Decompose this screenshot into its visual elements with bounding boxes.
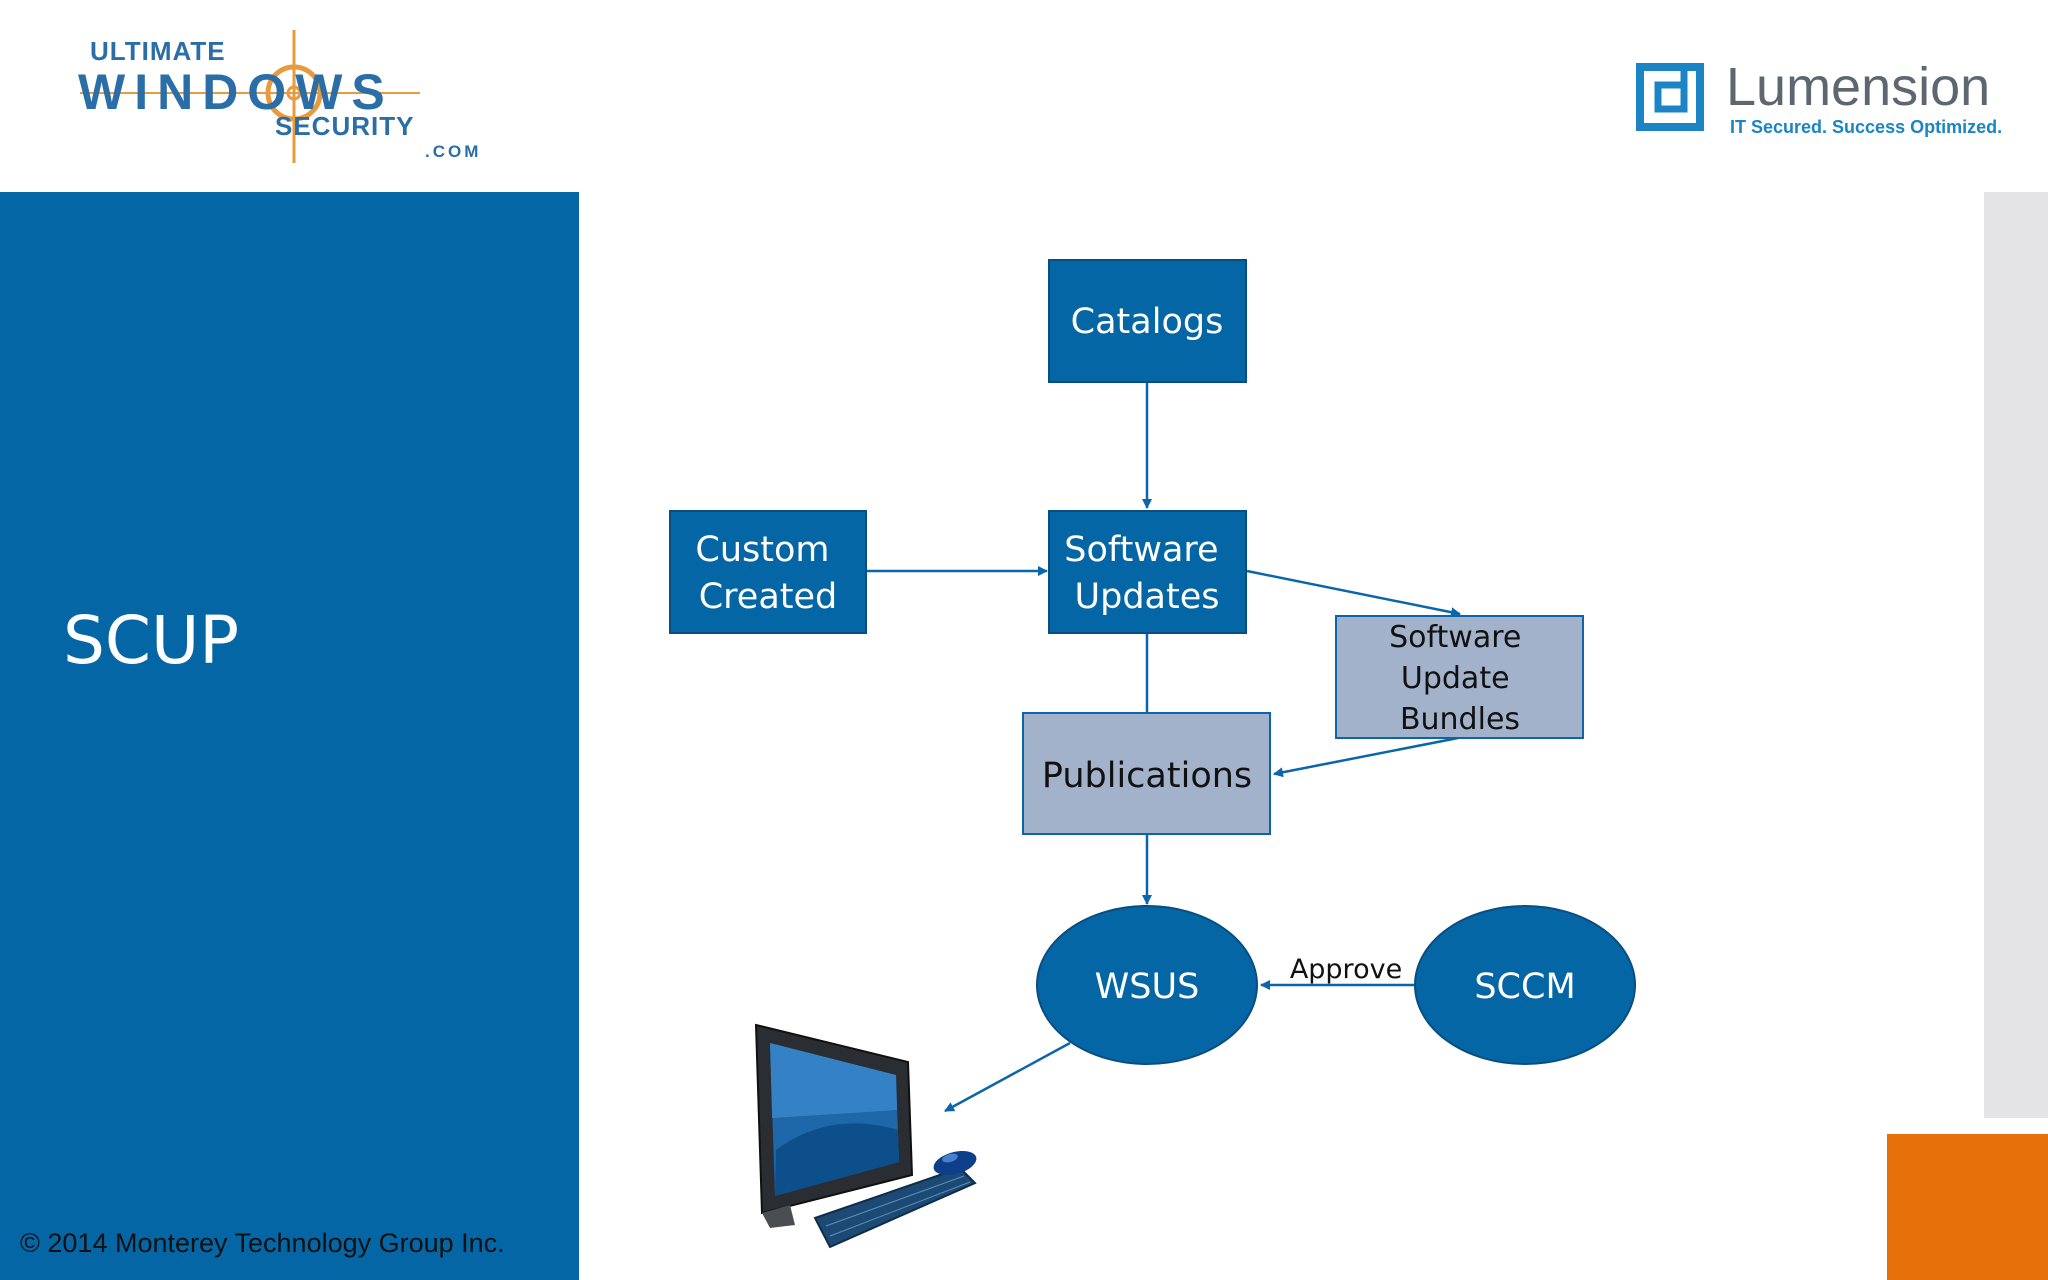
orange-corner-block bbox=[1887, 1134, 2048, 1280]
node-software-updates-line-1: Software bbox=[1064, 530, 1218, 570]
node-wsus-line: WSUS bbox=[1095, 967, 1200, 1007]
node-software-updates: Software Updates bbox=[1048, 510, 1247, 634]
svg-text:Catalogs: Catalogs bbox=[1071, 302, 1224, 342]
node-sccm-line: SCCM bbox=[1474, 967, 1575, 1007]
node-catalogs: Catalogs bbox=[1048, 259, 1247, 383]
node-software-updates-line-2: Updates bbox=[1075, 577, 1220, 617]
node-publications-line: Publications bbox=[1042, 756, 1252, 796]
node-software-update-bundles: Software Update Bundles bbox=[1335, 615, 1584, 739]
ultimate-windows-security-logo: ULTIMATE WINDOWS SECURITY .COM bbox=[78, 30, 481, 163]
side-panel: SCUP bbox=[0, 192, 579, 1280]
node-custom-created-line-2: Created bbox=[699, 577, 838, 617]
logo-text-security: SECURITY bbox=[275, 111, 414, 141]
svg-text:Software Update Bu: Software Update Bundles bbox=[1389, 620, 1531, 737]
slide-title: SCUP bbox=[63, 602, 240, 679]
lumension-name: Lumension bbox=[1726, 57, 1990, 117]
lumension-logo: Lumension IT Secured. Success Optimized. bbox=[1636, 57, 2002, 137]
svg-text:Custom Created: Custom Created bbox=[695, 530, 840, 617]
edge-wsus-to-computer bbox=[944, 1041, 1071, 1113]
node-bundles-line-2: Update bbox=[1401, 661, 1510, 696]
node-bundles-line-3: Bundles bbox=[1400, 702, 1520, 737]
node-publications: Publications bbox=[1022, 712, 1271, 835]
svg-text:SCCM: SCCM bbox=[1474, 967, 1575, 1007]
edge-software-updates-to-bundles bbox=[1246, 569, 1461, 618]
lumension-mark-icon bbox=[1636, 63, 1704, 131]
node-custom-created: Custom Created bbox=[669, 510, 867, 634]
svg-text:Software Updates: Software Updates bbox=[1064, 530, 1229, 617]
node-wsus: WSUS bbox=[1036, 905, 1258, 1065]
logo-text-ultimate: ULTIMATE bbox=[90, 36, 226, 66]
edge-label-approve: Approve bbox=[1290, 954, 1402, 985]
crosshair-icon bbox=[80, 30, 420, 163]
edge-bundles-to-publications bbox=[1273, 736, 1459, 778]
lumension-tagline: IT Secured. Success Optimized. bbox=[1730, 117, 2002, 137]
computer-icon bbox=[754, 1023, 977, 1249]
logo-text-com: .COM bbox=[425, 142, 481, 161]
node-catalogs-line: Catalogs bbox=[1071, 302, 1224, 342]
node-bundles-line-1: Software bbox=[1389, 620, 1521, 655]
node-sccm: SCCM bbox=[1414, 905, 1636, 1065]
svg-text:WSUS: WSUS bbox=[1095, 967, 1200, 1007]
right-gray-bar bbox=[1984, 192, 2048, 1118]
copyright-text: © 2014 Monterey Technology Group Inc. bbox=[20, 1228, 505, 1258]
node-custom-created-line-1: Custom bbox=[695, 530, 829, 570]
svg-text:Publications: Publications bbox=[1042, 756, 1252, 796]
logo-text-windows: WINDOWS bbox=[78, 64, 394, 120]
